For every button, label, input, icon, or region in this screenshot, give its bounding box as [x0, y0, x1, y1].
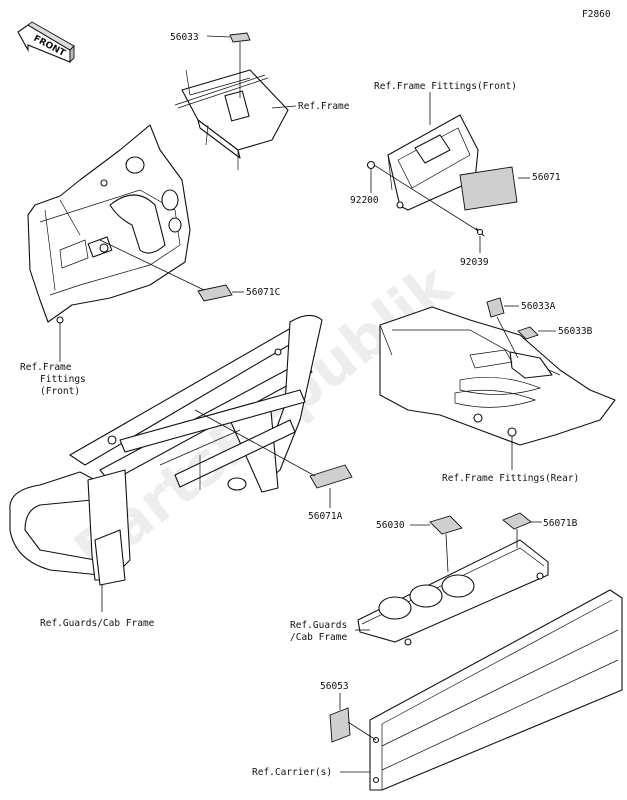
callout-56053: 56053: [320, 681, 349, 692]
callout-56071b: 56071B: [543, 518, 578, 529]
front-inner-panel: [27, 124, 191, 324]
floor-plate: [357, 539, 549, 646]
rear-fender-panel: [379, 306, 616, 446]
label-56071-shape: [459, 166, 518, 211]
callout-56071: 56071: [532, 172, 561, 183]
callout-56033a: 56033A: [521, 301, 556, 312]
diagram-code: F2860: [582, 9, 611, 20]
callout-ref-frame-fittings-left-3: (Front): [40, 386, 80, 397]
screw-92200: [366, 160, 376, 170]
guards-cab-frame: [9, 314, 323, 586]
callout-ref-frame: Ref.Frame: [298, 101, 350, 112]
callout-ref-frame-fittings-left-2: Fittings: [40, 374, 86, 385]
callout-ref-frame-fittings-rear: Ref.Frame Fittings(Rear): [442, 473, 579, 484]
label-56053-shape: [329, 707, 351, 743]
label-56030-shape: [429, 515, 463, 535]
callout-56033b: 56033B: [558, 326, 593, 337]
callout-56030: 56030: [376, 520, 405, 531]
callout-92200: 92200: [350, 195, 379, 206]
label-56071b-shape: [502, 512, 532, 530]
callout-ref-guards-1: Ref.Guards: [290, 620, 347, 631]
callout-ref-guards-2: /Cab Frame: [290, 632, 347, 643]
label-56033-shape: [229, 32, 251, 43]
label-56071c-shape: [197, 284, 233, 302]
callout-56033: 56033: [170, 32, 199, 43]
callout-56071a: 56071A: [308, 511, 343, 522]
label-56071a-shape: [309, 464, 353, 489]
callout-ref-frame-fittings-front-top: Ref.Frame Fittings(Front): [374, 81, 517, 92]
seat-bracket: [174, 69, 289, 170]
callout-ref-guards-cab-frame-bottom: Ref.Guards/Cab Frame: [40, 618, 155, 629]
label-56033a-shape: [486, 297, 505, 318]
callout-ref-carrier: Ref.Carrier(s): [252, 767, 332, 778]
callout-ref-frame-fittings-left-1: Ref.Frame: [20, 362, 72, 373]
front-arrow-icon: FRONT: [17, 21, 75, 64]
clip-92039: [475, 227, 485, 237]
label-56033b-shape: [517, 326, 539, 340]
callout-92039: 92039: [460, 257, 489, 268]
carrier-panel: [369, 589, 623, 791]
callout-56071c: 56071C: [246, 287, 280, 298]
